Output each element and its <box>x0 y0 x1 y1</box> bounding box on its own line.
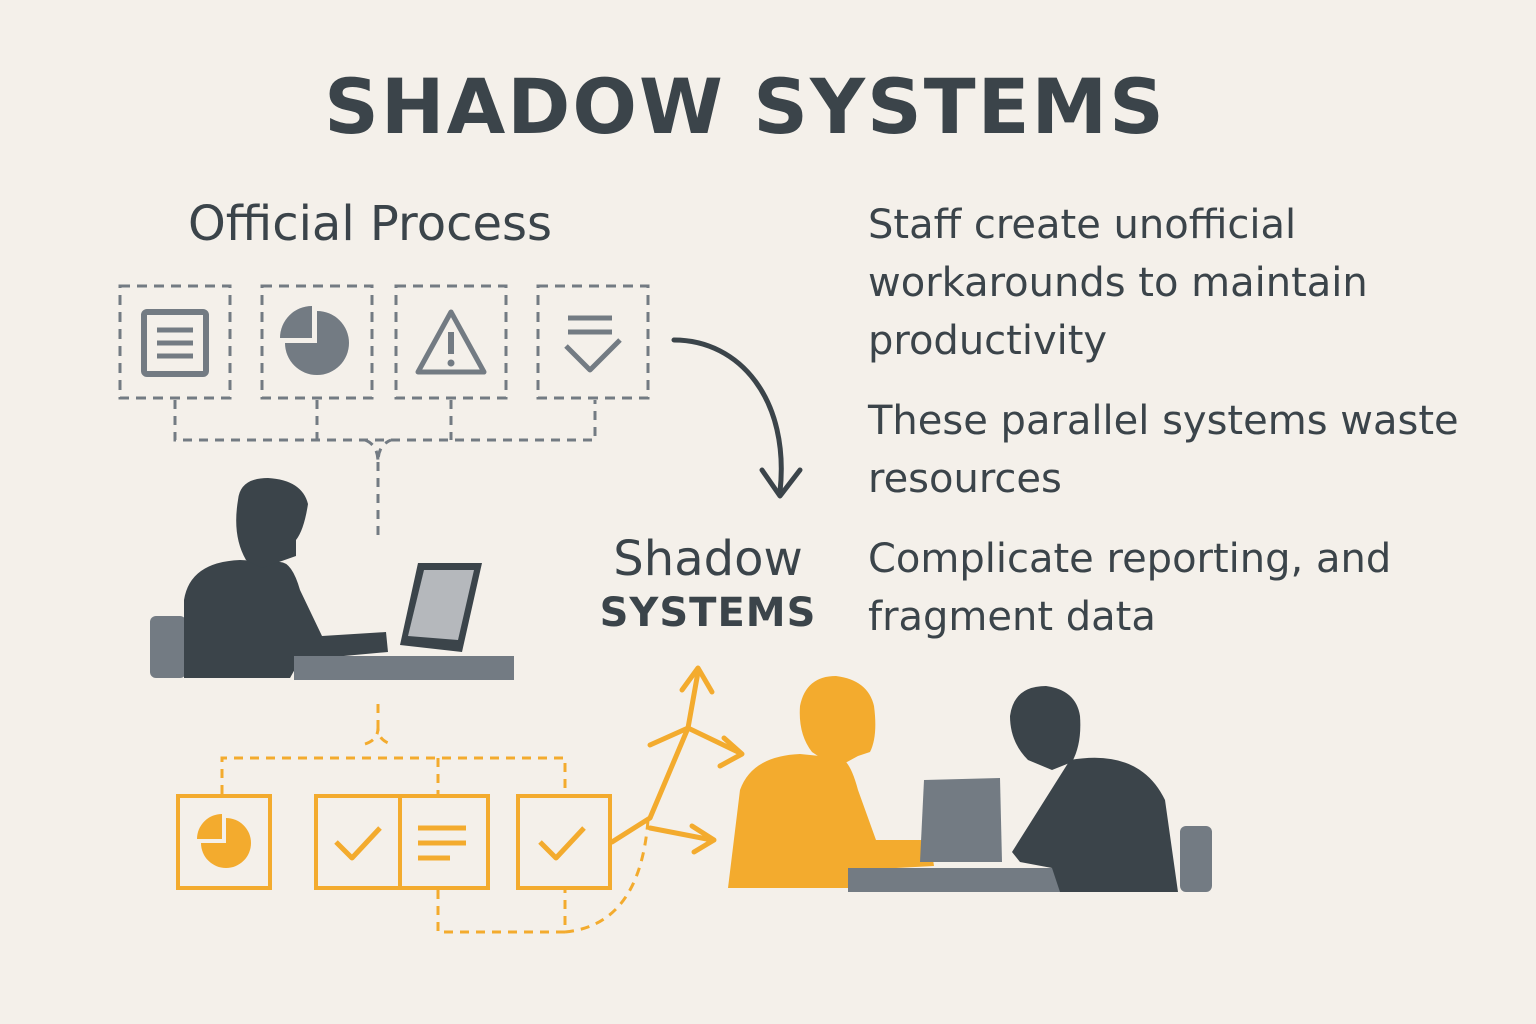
shadow-process-group <box>176 665 745 934</box>
shadow-laptop <box>920 778 1002 862</box>
point-2: These parallel systems waste resources <box>868 398 1459 502</box>
shadow-box-check <box>516 794 612 890</box>
dark-worker-torso <box>1012 757 1178 892</box>
curved-arrow <box>671 337 803 499</box>
shadow-workers-illustration <box>728 676 1212 892</box>
branching-arrows <box>609 665 745 855</box>
official-box-warning <box>394 284 508 400</box>
shadow-box-pie <box>176 794 272 890</box>
worker-head <box>236 478 308 568</box>
point-3: Complicate reporting, and fragment data <box>868 536 1392 640</box>
document-icon <box>141 309 209 377</box>
checkmark-icon <box>334 826 382 861</box>
official-box-document <box>118 284 232 400</box>
desk <box>294 656 514 680</box>
shadow-systems-label: Shadow SYSTEMS <box>598 530 818 637</box>
shadow-box-check-list <box>314 794 490 890</box>
list-icon <box>418 825 466 861</box>
official-process-group <box>118 284 650 540</box>
official-box-pie <box>260 284 374 400</box>
shadow-label-line1: Shadow <box>613 531 803 587</box>
worker-torso <box>184 560 388 678</box>
shadow-desk <box>848 868 1088 892</box>
pie-chart-icon <box>280 306 349 375</box>
shadow-label-line2: SYSTEMS <box>599 589 817 636</box>
chair <box>150 616 186 678</box>
shadow-connectors <box>220 704 650 934</box>
shadow-chair <box>1180 826 1212 892</box>
orange-worker-torso <box>728 754 934 888</box>
official-process-label: Official Process <box>188 196 553 252</box>
point-1: Staff create unofficial workarounds to m… <box>868 202 1368 364</box>
dark-worker-head <box>1010 686 1081 770</box>
pie-chart-icon <box>197 814 251 868</box>
office-worker-illustration <box>150 478 514 680</box>
laptop-screen <box>408 570 474 640</box>
orange-worker-head <box>799 676 876 768</box>
explanation-points: Staff create unofficial workarounds to m… <box>868 196 1468 668</box>
page-title: SHADOW SYSTEMS <box>324 62 1166 151</box>
warning-icon <box>415 309 487 375</box>
official-connectors <box>173 400 597 540</box>
official-box-filter <box>536 284 650 400</box>
checkmark-icon <box>538 826 586 861</box>
filter-check-icon <box>564 315 622 373</box>
